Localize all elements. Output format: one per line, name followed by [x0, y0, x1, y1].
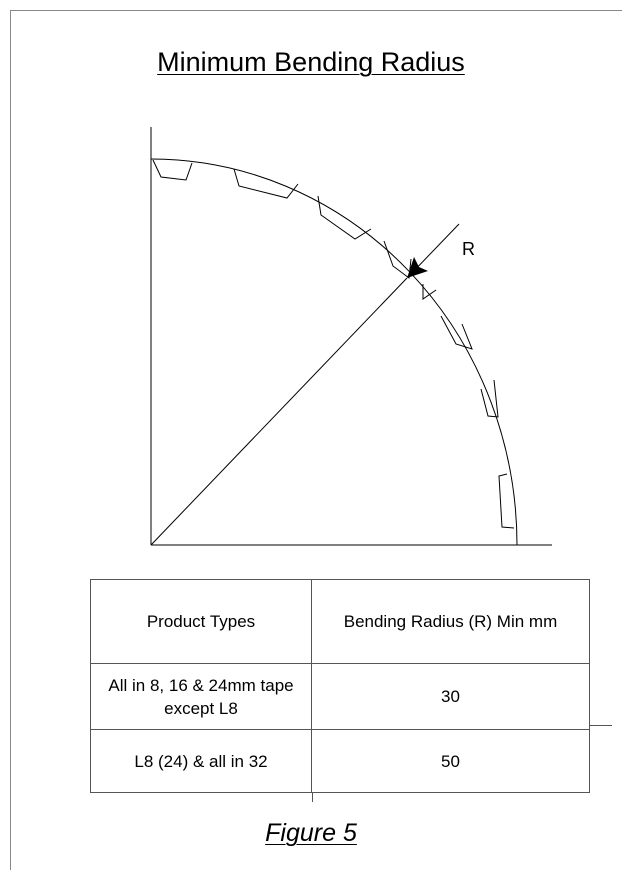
- tape-pocket: [498, 473, 515, 529]
- tape-pocket: [317, 195, 372, 240]
- bending-radius-diagram: [150, 127, 552, 546]
- table-header-row: Product Types Bending Radius (R) Min mm: [90, 579, 590, 664]
- page-border-left: [10, 10, 11, 870]
- tape-pockets: [152, 159, 515, 529]
- bending-radius-table: Product Types Bending Radius (R) Min mm …: [90, 579, 590, 793]
- tape-pocket: [233, 168, 299, 199]
- table-column-rule-extension: [312, 792, 313, 802]
- page-title: Minimum Bending Radius: [157, 47, 465, 77]
- table-rule-extension: [590, 725, 612, 726]
- radius-arrow-head: [407, 257, 428, 278]
- bending-radius-cell: 50: [311, 729, 590, 793]
- page-border-top: [10, 10, 622, 11]
- bending-radius-cell: 30: [311, 663, 590, 730]
- radius-line: [150, 277, 408, 546]
- table-row: All in 8, 16 & 24mm tape except L8 30: [90, 663, 590, 730]
- product-type-cell: All in 8, 16 & 24mm tape except L8: [90, 663, 312, 730]
- tape-pocket: [480, 379, 499, 418]
- tape-pocket: [422, 284, 437, 300]
- tape-pocket: [383, 240, 412, 279]
- table-row: L8 (24) & all in 32 50: [90, 729, 590, 793]
- header-bending-radius: Bending Radius (R) Min mm: [311, 579, 590, 664]
- product-type-cell: L8 (24) & all in 32: [90, 729, 312, 793]
- tape-pocket: [152, 159, 193, 181]
- tape-pocket: [440, 315, 473, 350]
- figure-caption: Figure 5: [265, 819, 357, 847]
- header-product-types: Product Types: [90, 579, 312, 664]
- radius-label: R: [462, 239, 475, 259]
